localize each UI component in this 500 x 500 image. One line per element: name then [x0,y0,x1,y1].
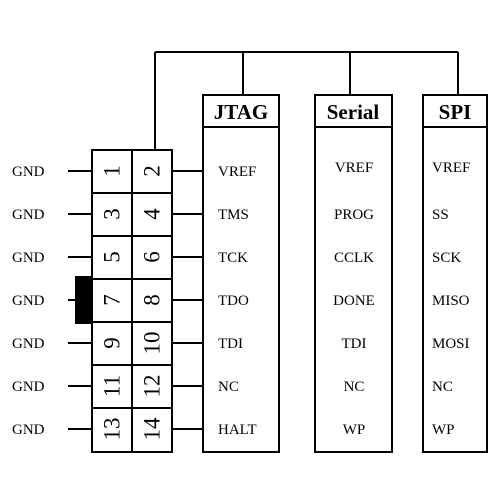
pin-number: 12 [140,375,165,398]
pin-number: 5 [100,251,125,263]
spi-signal: WP [432,422,455,438]
spi-box [422,94,488,453]
pin-number: 14 [140,417,165,441]
spi-header: SPI [439,100,472,124]
gnd-label: GND [12,250,45,266]
pin-number: 7 [100,294,125,306]
serial-signal: WP [343,422,366,438]
gnd-label: GND [12,293,45,309]
jtag-box [202,94,280,453]
spi-signals: VREF SS SCK MISO MOSI NC WP [432,160,470,438]
spi-signal: SCK [432,250,461,266]
jtag-signal: TCK [218,250,248,266]
gnd-labels: GND GND GND GND GND GND GND [12,164,45,438]
gnd-label: GND [12,164,45,180]
jtag-signal: TDO [218,293,249,309]
pin-number: 3 [100,208,125,220]
jtag-header: JTAG [214,100,268,124]
serial-signal: CCLK [334,250,374,266]
serial-signal: VREF [335,160,373,176]
signal-wires [172,170,203,430]
pin-number: 8 [140,294,165,306]
spi-signal: NC [432,379,453,395]
gnd-wires [68,170,92,430]
pin-number: 6 [140,251,165,263]
gnd-label: GND [12,379,45,395]
spi-signal: MOSI [432,336,470,352]
serial-header: Serial [327,100,380,124]
spi-signal: VREF [432,160,470,176]
serial-signal: DONE [333,293,375,309]
jtag-signal: NC [218,379,239,395]
pin-number: 2 [140,165,165,177]
jtag-signal: VREF [218,164,256,180]
serial-signal: PROG [334,207,374,223]
serial-signal: TDI [342,336,367,352]
pin-number: 9 [100,337,125,349]
serial-signals: VREF PROG CCLK DONE TDI NC WP [333,160,375,438]
selector-bus [154,51,459,150]
serial-signal: NC [344,379,365,395]
gnd-label: GND [12,336,45,352]
pin-number: 10 [140,332,165,355]
connector-key-notch [75,276,92,324]
column-boxes [202,94,488,453]
pin-number: 4 [140,208,165,220]
spi-signal: MISO [432,293,470,309]
jtag-signal: TDI [218,336,243,352]
jtag-signal: TMS [218,207,249,223]
jtag-signals: VREF TMS TCK TDO TDI NC HALT [218,164,257,438]
jtag-signal: HALT [218,422,257,438]
pin-numbers: 1 2 3 4 5 6 7 8 9 10 11 12 13 14 [100,165,165,440]
serial-box [314,94,393,453]
pin-number: 1 [100,165,125,177]
pin-number: 13 [100,418,125,441]
gnd-label: GND [12,207,45,223]
spi-signal: SS [432,207,449,223]
gnd-label: GND [12,422,45,438]
pin-number: 11 [100,375,125,397]
